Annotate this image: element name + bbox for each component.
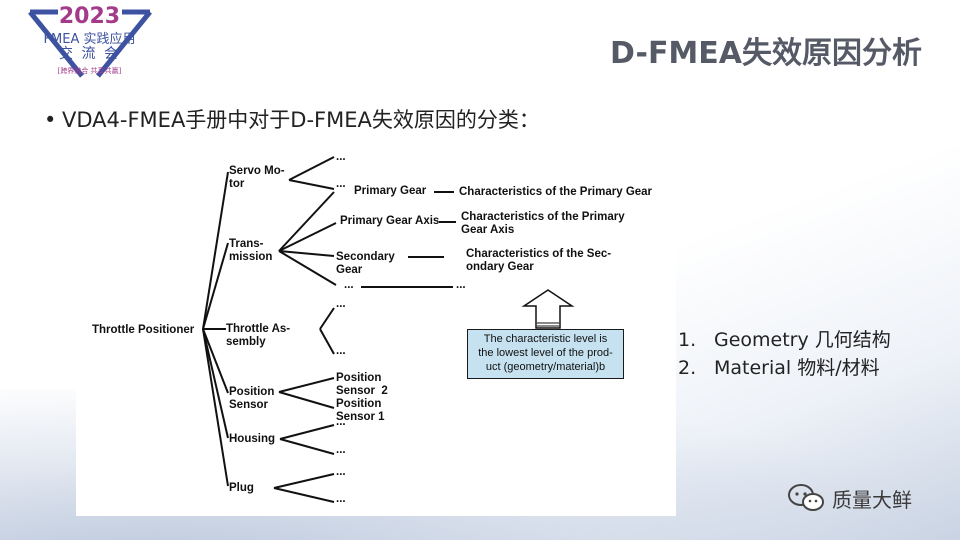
char-primary-gear-axis: Characteristics of the Primary Gear Axis (461, 211, 625, 236)
node-housing: Housing (229, 433, 275, 445)
structure-tree-figure: Throttle Positioner Servo Mo- tor Trans-… (76, 148, 676, 516)
node-position-sensor-1: Position Sensor 1 (336, 398, 385, 423)
node-position-sensor: Position Sensor (229, 386, 275, 411)
secondary-char-ellipsis: ... (456, 279, 466, 291)
list-item: 2. Material 物料/材料 (678, 353, 891, 381)
assembly-sub-ellipsis-1: ... (336, 298, 346, 310)
node-position-sensor-2: Position Sensor 2 (336, 372, 388, 397)
page-title: D-FMEA失效原因分析 (610, 36, 922, 71)
bullet-icon: • (44, 108, 57, 132)
characteristic-level-note: The characteristic level is the lowest l… (467, 329, 624, 379)
list-item: 1. Geometry 几何结构 (678, 325, 891, 353)
list-item-text: Material 物料/材料 (714, 357, 880, 379)
housing-sub-ellipsis-2: ... (336, 444, 346, 456)
node-transmission: Trans- mission (229, 238, 273, 263)
note-line-1: The characteristic level is (483, 333, 608, 345)
node-secondary-gear: Secondary Gear (336, 251, 395, 276)
event-logo: 2023 FMEA 实践应用 交 流 会 [跨界融合 共享共赢] (22, 4, 157, 82)
char-primary-gear: Characteristics of the Primary Gear (459, 186, 653, 198)
note-line-2: the lowest level of the prod- (478, 347, 613, 359)
note-line-3: uct (geometry/material)b (485, 361, 606, 373)
logo-triangle-icon (28, 9, 152, 78)
transmission-sub-ellipsis: ... (344, 279, 354, 291)
node-plug: Plug (229, 482, 254, 494)
watermark-text: 质量大鲜 (832, 488, 912, 512)
bullet-text: VDA4-FMEA手册中对于D-FMEA失效原因的分类： (62, 108, 540, 132)
char-secondary-gear: Characteristics of the Sec- ondary Gear (466, 248, 612, 273)
servo-sub-ellipsis-1: ... (336, 151, 346, 163)
logo-subtitle: FMEA 实践应用 (43, 32, 136, 47)
wechat-icon (788, 484, 824, 511)
node-throttle-assembly: Throttle As- sembly (226, 323, 291, 348)
tree-connector-lines (202, 156, 575, 503)
list-item-text: Geometry 几何结构 (714, 329, 891, 351)
cause-category-list: 1. Geometry 几何结构 2. Material 物料/材料 (678, 325, 891, 381)
up-arrow-icon (521, 289, 575, 329)
assembly-sub-ellipsis-2: ... (336, 345, 346, 357)
housing-sub-ellipsis-1: ... (336, 416, 346, 428)
servo-sub-ellipsis-2: ... (336, 178, 346, 190)
node-primary-gear: Primary Gear (354, 185, 427, 197)
node-servo-motor: Servo Mo- tor (229, 165, 285, 190)
list-item-number: 2. (678, 357, 697, 379)
node-throttle-positioner: Throttle Positioner (92, 324, 195, 336)
logo-slogan: [跨界融合 共享共赢] (57, 67, 122, 75)
plug-sub-ellipsis-2: ... (336, 493, 346, 505)
list-item-number: 1. (678, 329, 697, 351)
plug-sub-ellipsis-1: ... (336, 466, 346, 478)
bullet-point: •VDA4-FMEA手册中对于D-FMEA失效原因的分类： (44, 104, 540, 134)
logo-year: 2023 (58, 4, 121, 29)
logo-event: 交 流 会 (59, 46, 120, 62)
node-primary-gear-axis: Primary Gear Axis (340, 215, 440, 227)
